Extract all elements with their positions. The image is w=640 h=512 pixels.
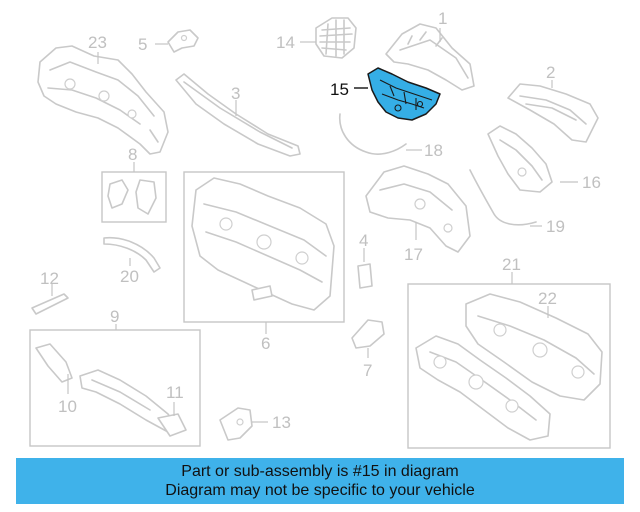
part-20-strip [103,236,161,273]
part-13-bracket [219,407,253,441]
banner-line-2: Diagram may not be specific to your vehi… [165,482,475,499]
group-box-21 [407,283,611,449]
part-6-firewall-panel [191,177,335,311]
part-19-cable [469,169,537,226]
callout-20: 20 [120,267,139,286]
part-22-insulator-pad [465,293,603,401]
part-17-bracket-panel [365,165,471,253]
callout-5: 5 [138,35,147,54]
part-3-cowl-strip [175,73,301,157]
callout-3: 3 [231,84,240,103]
part-21-insulator [415,335,551,441]
part-16-side-panel [487,125,553,193]
callout-7: 7 [363,361,372,380]
callout-13: 13 [272,413,291,432]
callout-12: 12 [40,269,59,288]
banner-line-1: Part or sub-assembly is #15 in diagram [181,463,459,480]
group-box-9 [29,329,201,447]
part-9-reinforcement [35,343,187,437]
callout-10: 10 [58,397,77,416]
callout-16: 16 [582,173,601,192]
callout-18: 18 [424,141,443,160]
part-2-cowl-top-panel [507,83,599,143]
part-23-dash-panel [37,45,169,155]
callout-15: 15 [330,80,349,99]
part-15-highlighted-cowl-side[interactable] [367,67,441,121]
callout-9: 9 [110,307,119,326]
callout-6: 6 [261,334,270,353]
callout-1: 1 [438,9,447,28]
callout-23: 23 [88,33,107,52]
callout-2: 2 [546,63,555,82]
callout-8: 8 [128,145,137,164]
callout-11: 11 [166,383,184,402]
info-banner: Part or sub-assembly is #15 in diagram D… [16,458,624,504]
part-14-vent-grille [315,17,357,59]
part-4-block [357,263,373,289]
part-5-bracket [167,29,199,53]
callout-14: 14 [276,33,295,52]
part-7-bracket [351,319,385,349]
group-box-6 [183,171,345,323]
part-8-clips [107,179,157,215]
part-12-rail [31,293,69,315]
callout-4: 4 [359,231,368,250]
part-18-seal [339,113,407,155]
callout-17: 17 [404,245,423,264]
callout-22: 22 [538,289,557,308]
part-1-cowl-panel [385,23,475,91]
callout-21: 21 [502,255,521,274]
callout-19: 19 [546,217,565,236]
